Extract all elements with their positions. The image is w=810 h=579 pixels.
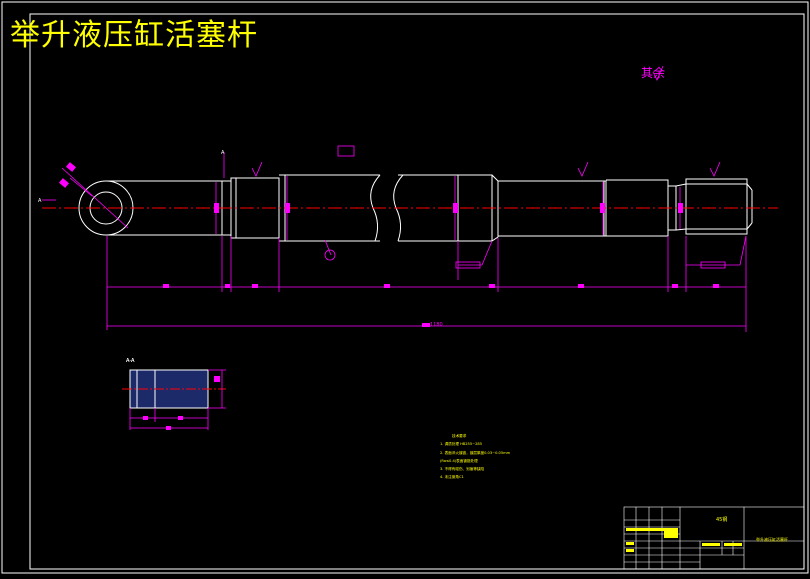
section-view-aa: [122, 369, 226, 430]
surface-finish-note: 其余: [641, 66, 666, 80]
title-block-part-name: 举升液压缸活塞杆: [756, 536, 788, 542]
tech-req-item: 3. 不得有碰伤、划痕等缺陷: [440, 467, 485, 472]
drawing-title: 举升液压缸活塞杆: [10, 18, 258, 53]
rod-thread-end: [685, 178, 748, 235]
tech-req-item: (Ra≤0.4)表面镀铬处理: [440, 458, 478, 463]
tech-req-heading: 技术要求: [452, 434, 467, 438]
tech-req-item: 4. 未注倒角C1: [440, 475, 464, 480]
surface-finish-symbols: [251, 65, 721, 261]
title-block-material: 45钢: [716, 516, 727, 523]
dimension-lines: [42, 152, 747, 332]
overall-length-label: 1180: [430, 322, 443, 328]
section-view-title: A-A: [126, 358, 135, 364]
svg-text:A: A: [221, 150, 225, 156]
tech-req-item: 2. 表面淬火镀铬，镀层厚度0.03~0.05mm: [440, 450, 511, 455]
title-block: [623, 506, 805, 570]
svg-text:A-A: A-A: [126, 358, 135, 364]
inner-frame: [29, 13, 805, 570]
dimension-arrow-marks: [59, 145, 726, 327]
section-letters: A A A-A: [38, 150, 225, 364]
svg-text:A: A: [38, 198, 42, 204]
tech-req-item: 1. 调质处理 HB255~285: [440, 442, 482, 447]
technical-requirements: 技术要求 1. 调质处理 HB255~285 2. 表面淬火镀铬，镀层厚度0.0…: [440, 432, 510, 482]
title-block-marks: [626, 528, 742, 552]
